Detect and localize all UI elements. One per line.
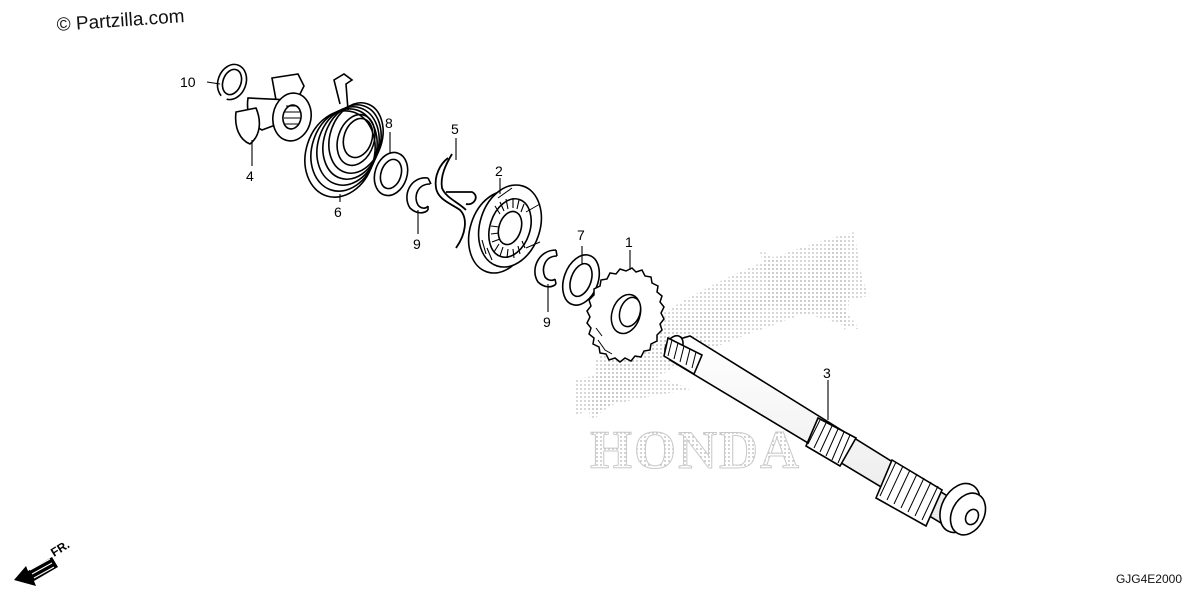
callout-7: 7 (577, 227, 585, 243)
callout-4: 4 (246, 168, 254, 184)
ratchet-part-4 (234, 73, 312, 145)
callout-3: 3 (823, 365, 831, 381)
honda-brand-watermark: HONDA (590, 420, 801, 480)
kick-gear-part-1 (586, 267, 665, 363)
front-direction-arrow-icon (14, 557, 58, 586)
callout-10: 10 (180, 74, 196, 90)
snap-ring-part-9-upper (406, 177, 432, 214)
callout-1: 1 (625, 234, 633, 250)
callout-8: 8 (385, 115, 393, 131)
honda-wing-watermark (575, 232, 870, 420)
snap-ring-part-10 (216, 63, 248, 102)
snap-ring-part-9-lower (534, 249, 558, 288)
kick-spring-part-6 (304, 73, 384, 198)
callouts: 10 4 6 8 9 5 2 9 7 1 3 (180, 74, 831, 381)
callout-6: 6 (334, 204, 342, 220)
leader-lines (206, 81, 829, 420)
washer-part-7 (561, 254, 601, 306)
front-direction-label: FR. (48, 537, 72, 559)
washer-part-8 (373, 151, 409, 197)
guide-spring-part-5 (434, 153, 477, 249)
ratchet-part-2 (467, 184, 543, 274)
kick-spindle-part-3 (663, 334, 987, 536)
diagram-code: GJG4E2000 (1115, 572, 1182, 586)
callout-2: 2 (495, 163, 503, 179)
callout-5: 5 (451, 121, 459, 137)
callout-9-upper: 9 (413, 236, 421, 252)
callout-9-lower: 9 (543, 314, 551, 330)
